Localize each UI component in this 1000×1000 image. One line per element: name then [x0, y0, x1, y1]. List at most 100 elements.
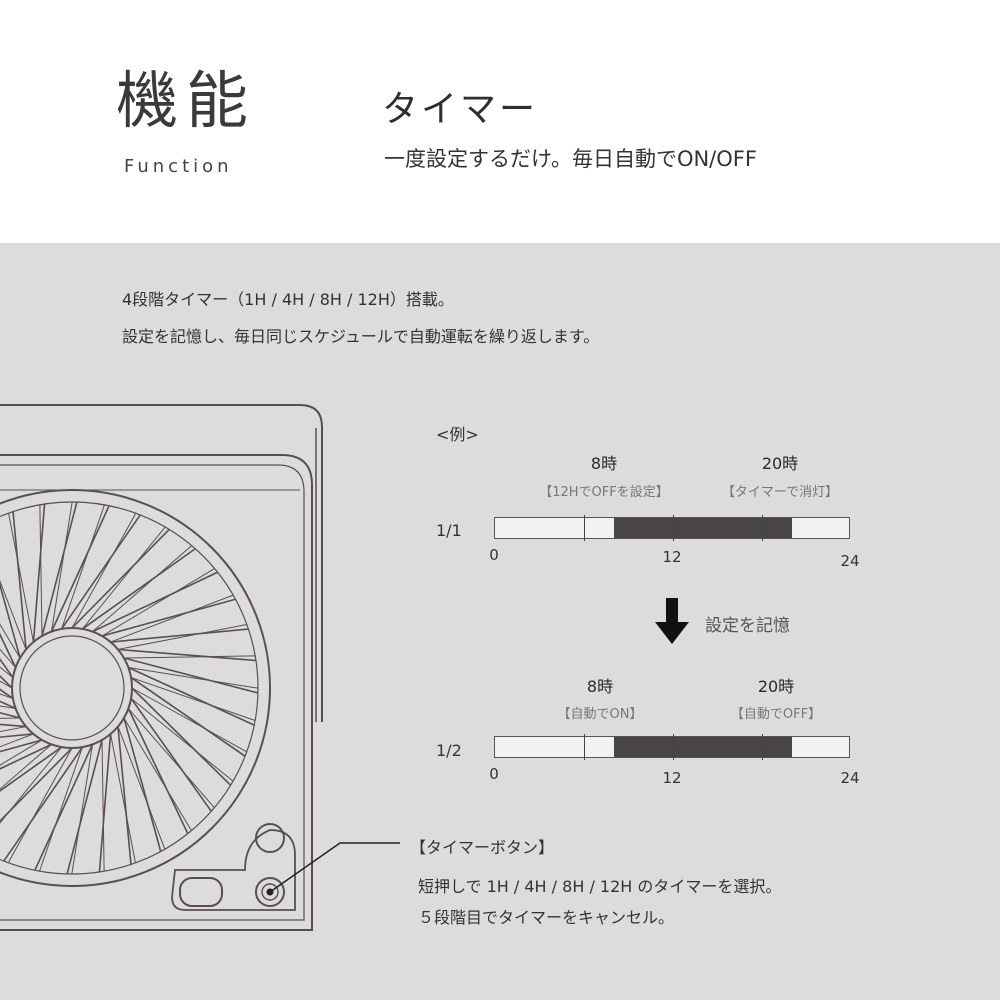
fan-blade [130, 676, 246, 757]
fan-blade-edge [117, 624, 247, 650]
fan-blade [98, 733, 112, 873]
fan-blade-edge [110, 594, 234, 643]
row1-end-hour: 20時 [761, 454, 799, 473]
feature-panel [0, 243, 1000, 1000]
fan-blade [101, 598, 236, 637]
row1-start-note: 【12HでOFFを設定】 [539, 485, 669, 500]
fan-blade-edge [0, 623, 21, 659]
row2-tick-0: 0 [489, 765, 499, 783]
row2-label: 1/2 [436, 741, 462, 760]
row2-tick-12: 12 [662, 769, 682, 787]
row1-timeline-bar [494, 515, 850, 541]
fan-blade [32, 503, 46, 643]
fan-blade-edge [123, 655, 256, 659]
fan-blade-edge [0, 744, 52, 790]
fan-blade-edge [71, 744, 94, 875]
row1-hour-mark-6 [584, 515, 585, 541]
row1-start-hour: 8時 [590, 454, 618, 473]
fan-blade [66, 739, 103, 875]
fan-blade-edge [130, 677, 256, 721]
row2-start-hour: 8時 [586, 677, 614, 696]
fan-blade [60, 514, 141, 630]
memory-label: 設定を記憶 [705, 616, 790, 636]
row1-tick-0: 0 [489, 546, 499, 564]
row2-start-note: 【自動でON】 [557, 707, 643, 722]
timer-button-desc-2: ５段階目でタイマーをキャンセル。 [418, 908, 675, 927]
fan-blade [0, 632, 17, 668]
timer-button-desc-1: 短押しで 1H / 4H / 8H / 12H のタイマーを選択。 [418, 877, 782, 896]
fan-blade-edge [92, 545, 193, 632]
fan-blade [81, 548, 196, 630]
fan-blade-edge [82, 526, 166, 630]
fan-blade [34, 744, 94, 871]
row1-on-period [613, 518, 792, 538]
fan-blade-edge [131, 687, 247, 753]
row2-end-hour: 20時 [757, 677, 795, 696]
fan-blade-edge [39, 504, 43, 637]
fan-blade [12, 511, 27, 650]
section-subtitle: Function [124, 156, 233, 177]
row1-end-note: 【タイマーで消灯】 [721, 485, 839, 500]
fan-blade [123, 717, 162, 852]
fan-blade-edge [50, 501, 73, 632]
fan-blade-edge [0, 717, 21, 719]
fan-blade-edge [7, 747, 73, 863]
row2-hour-mark-12 [673, 734, 674, 760]
row1-label: 1/1 [436, 521, 462, 540]
fan-blade-edge [117, 726, 166, 850]
fan-blade-edge [71, 513, 137, 629]
fan-blade-edge [110, 733, 136, 863]
fan-blade [0, 743, 52, 770]
row1-hour-mark-18 [762, 515, 763, 541]
row1-tick-24: 24 [840, 552, 860, 570]
fan-device-illustration [0, 404, 323, 931]
fan-blade-edge [39, 746, 83, 872]
fan-blade [0, 746, 63, 792]
fan-blade [127, 708, 189, 834]
fan-blade-edge [8, 513, 34, 643]
row2-end-note: 【自動でOFF】 [730, 707, 822, 722]
fan-blade [131, 687, 232, 786]
fan-blade-edge [0, 746, 62, 824]
down-arrow-icon [655, 598, 689, 644]
fan-blade-edge [0, 648, 16, 668]
fan-blade [50, 505, 110, 632]
fan-blade-edge [130, 698, 234, 782]
row2-hour-mark-6 [584, 734, 585, 760]
fan-blade [123, 657, 259, 694]
fan-blade [0, 723, 27, 728]
fan-blade [128, 666, 255, 726]
fan-blade-edge [101, 568, 215, 637]
feature-description: 一度設定するだけ。毎日自動でON/OFF [384, 147, 757, 171]
row2-tick-24: 24 [840, 769, 860, 787]
fan-blade-edge [128, 666, 259, 689]
fan-blade [0, 582, 21, 659]
feature-title: タイマー [382, 89, 539, 130]
fan-blade-edge [0, 733, 34, 748]
fan-blade-edge [123, 717, 192, 831]
fan-blade [117, 726, 132, 865]
fan-blade-edge [0, 726, 27, 733]
fan-blade-edge [61, 504, 105, 630]
row2-timeline-bar [494, 734, 850, 760]
row2-hour-mark-18 [762, 734, 763, 760]
header-area: 機能 Function タイマー 一度設定するだけ。毎日自動でON/OFF [0, 0, 1000, 243]
fan-blade-edge [0, 579, 27, 650]
fan-blade [0, 747, 73, 823]
row2-on-period [613, 737, 792, 757]
fan-blade [92, 571, 218, 633]
fan-blade-edge [128, 708, 215, 809]
fan-blade [41, 501, 78, 637]
timer-button-title: 【タイマーボタン】 [410, 838, 555, 857]
row1-hour-mark-12 [673, 515, 674, 541]
fan-blade-edge [0, 739, 43, 766]
row1-tick-12: 12 [662, 548, 682, 566]
intro-line-1: 4段階タイマー（1H / 4H / 8H / 12H）搭載。 [122, 290, 454, 309]
fan-blade [130, 697, 212, 812]
fan-blade [0, 733, 34, 738]
fan-blade [0, 739, 43, 753]
fan-blade [71, 528, 170, 629]
fan-blade [0, 658, 14, 679]
fan-blade-edge [101, 739, 105, 872]
example-label: <例> [436, 425, 479, 444]
